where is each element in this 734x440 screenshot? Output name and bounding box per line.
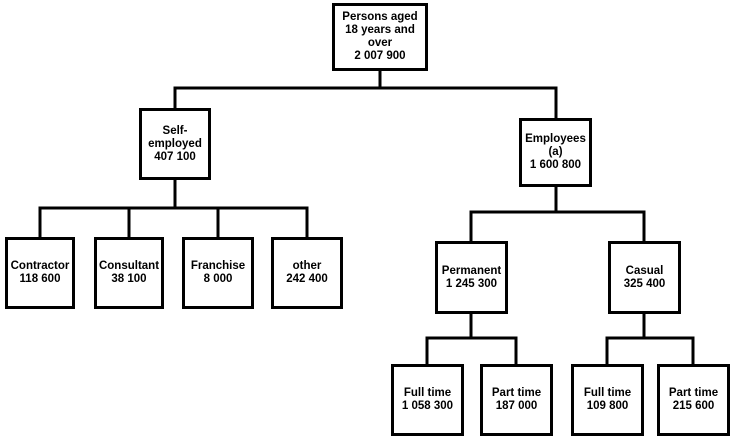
node-value: 215 600 xyxy=(672,400,715,412)
node-value: 407 100 xyxy=(154,150,196,163)
node-other: other 242 400 xyxy=(271,237,343,309)
node-franchise: Franchise 8 000 xyxy=(182,237,254,309)
node-line: Part time xyxy=(491,387,542,399)
node-permanent-full-time: Full time 1 058 300 xyxy=(391,364,464,436)
node-permanent-part-time: Part time 187 000 xyxy=(480,364,553,436)
node-line: Franchise xyxy=(190,260,246,272)
node-line: employed xyxy=(148,137,202,150)
node-line: Persons aged xyxy=(342,11,418,23)
node-line: Full time xyxy=(583,387,632,399)
node-line: other xyxy=(292,260,322,272)
node-line: Casual xyxy=(625,264,664,277)
node-casual: Casual 325 400 xyxy=(608,241,681,314)
node-line: Contractor xyxy=(10,260,70,272)
node-value: 242 400 xyxy=(286,273,328,285)
node-line: Permanent xyxy=(441,264,502,277)
node-value: 1 245 300 xyxy=(445,277,498,290)
node-value: 325 400 xyxy=(623,277,666,290)
node-line: Self- xyxy=(162,124,188,137)
node-line: Employees xyxy=(525,133,586,145)
node-line: (a) xyxy=(548,146,563,158)
node-line: 18 years and xyxy=(345,24,415,36)
node-value: 187 000 xyxy=(495,400,538,412)
node-value: 2 007 900 xyxy=(354,50,406,62)
node-line: Full time xyxy=(403,387,452,399)
node-value: 1 058 300 xyxy=(401,400,454,412)
node-consultant: Consultant 38 100 xyxy=(94,237,164,309)
node-value: 118 600 xyxy=(19,273,61,285)
node-permanent: Permanent 1 245 300 xyxy=(435,241,508,314)
node-line: Consultant xyxy=(98,260,160,272)
node-line: over xyxy=(367,37,393,49)
node-value: 109 800 xyxy=(586,400,629,412)
node-employees: Employees (a) 1 600 800 xyxy=(519,118,592,187)
node-self-employed: Self- employed 407 100 xyxy=(139,108,211,180)
node-value: 8 000 xyxy=(203,273,233,285)
node-contractor: Contractor 118 600 xyxy=(5,237,75,309)
node-value: 1 600 800 xyxy=(529,159,582,171)
node-value: 38 100 xyxy=(111,273,147,285)
node-casual-part-time: Part time 215 600 xyxy=(657,364,730,436)
node-line: Part time xyxy=(668,387,719,399)
node-persons-aged-18-and-over: Persons aged 18 years and over 2 007 900 xyxy=(332,3,428,71)
node-casual-full-time: Full time 109 800 xyxy=(571,364,644,436)
